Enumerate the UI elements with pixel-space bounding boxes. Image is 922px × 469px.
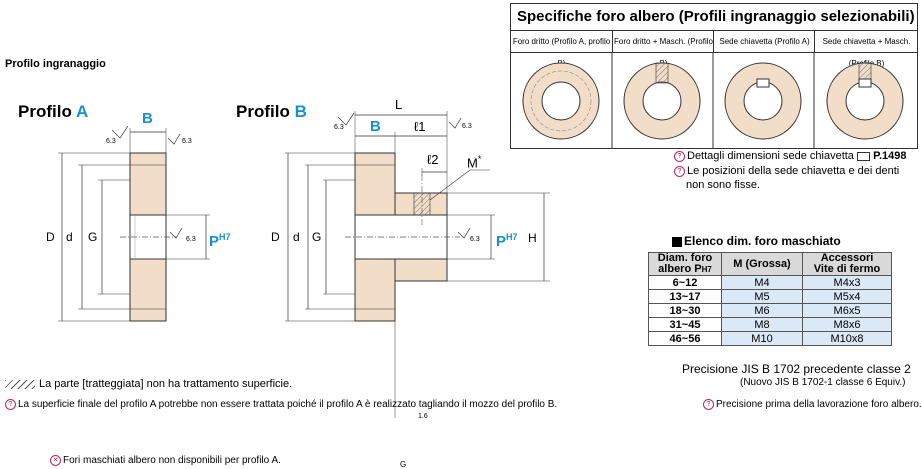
dim-p-b: PH7 — [496, 232, 518, 250]
dim-b-a: B — [142, 110, 153, 127]
bore-keyway — [724, 62, 802, 140]
spec-col-3: Sede chiavetta (Profilo A) — [713, 30, 815, 53]
spec-note-keyway: ?Dettagli dimensioni sede chiavetta P.14… — [674, 150, 907, 162]
dim-H: H — [528, 231, 537, 245]
hint-icon: ? — [674, 165, 685, 177]
th-m: M (Grossa) — [721, 252, 803, 276]
section-label: Profilo ingranaggio — [5, 58, 106, 70]
bore-diagrams — [522, 53, 904, 149]
dim-G-b: G — [312, 230, 322, 244]
spec-col-2: Foro dritto + Masch. (Profilo B) — [612, 30, 714, 68]
hint-icon: ? — [703, 399, 714, 410]
rough-b-16: 1.6 — [418, 413, 428, 420]
profile-b-drawing — [285, 111, 550, 418]
page-ref-link[interactable]: P.1498 — [873, 150, 907, 162]
precision-line2: (Nuovo JIS B 1702-1 classe 6 Equiv.) — [740, 377, 906, 388]
rough-a-1: 6.3 — [106, 138, 116, 145]
spec-col-4: Sede chiavetta + Masch. (Profilo B) — [814, 30, 918, 68]
ref-g: G — [400, 460, 407, 469]
rough-b-3: 6.3 — [470, 236, 480, 243]
spec-col-1: Foro dritto (Profilo A, profilo B) — [511, 30, 612, 68]
spec-title: Specifiche foro albero (Profili ingranag… — [517, 8, 915, 25]
dim-d-b: d — [293, 230, 300, 244]
bore-straight — [522, 62, 600, 140]
profile-a-drawing — [58, 125, 210, 322]
tapped-title: Elenco dim. foro maschiato — [672, 234, 841, 248]
dim-M: M* — [467, 154, 482, 171]
rough-a-2: 6.3 — [182, 138, 192, 145]
dim-L: L — [395, 97, 403, 112]
dim-G-a: G — [88, 230, 98, 244]
dim-p-a: PH7 — [209, 232, 231, 250]
bore-straight-tapped — [623, 62, 701, 140]
profile-a-title: Profilo A — [18, 102, 89, 121]
dim-D-a: D — [46, 230, 55, 244]
footnote-hatched: La parte [tratteggiata] non ha trattamen… — [5, 378, 292, 390]
note-a: ✕Fori maschiati albero non disponibili p… — [50, 455, 281, 466]
dim-b-b: B — [370, 118, 381, 135]
footnote-surface: ?La superficie finale del profilo A potr… — [5, 399, 557, 410]
hint-icon: ? — [674, 150, 685, 162]
spec-note-positions: ?Le posizioni della sede chiavetta e dei… — [674, 164, 899, 192]
bore-keyway-tapped — [826, 62, 904, 140]
square-bullet-icon — [672, 236, 682, 247]
spec-images — [511, 52, 917, 149]
rough-b-2: 6.3 — [462, 123, 472, 130]
hint-icon: ? — [5, 399, 16, 410]
profile-b-title: Profilo B — [236, 102, 307, 121]
dim-D-b: D — [271, 230, 280, 244]
book-icon — [857, 151, 870, 161]
precision-line3: ?Precisione prima della lavorazione foro… — [703, 399, 922, 410]
dim-d-a: d — [66, 230, 73, 244]
hatch-icon — [5, 379, 35, 389]
dim-l2: ℓ2 — [427, 152, 439, 167]
precision-line1: Precisione JIS B 1702 precedente classe … — [682, 362, 911, 376]
dim-l1: ℓ1 — [414, 119, 426, 134]
rough-a-3: 6.3 — [186, 236, 196, 243]
rough-b-1: 6.3 — [334, 124, 344, 131]
spec-box: Specifiche foro albero (Profili ingranag… — [510, 3, 918, 149]
no-icon: ✕ — [50, 455, 61, 466]
gear-drawings — [58, 111, 550, 418]
